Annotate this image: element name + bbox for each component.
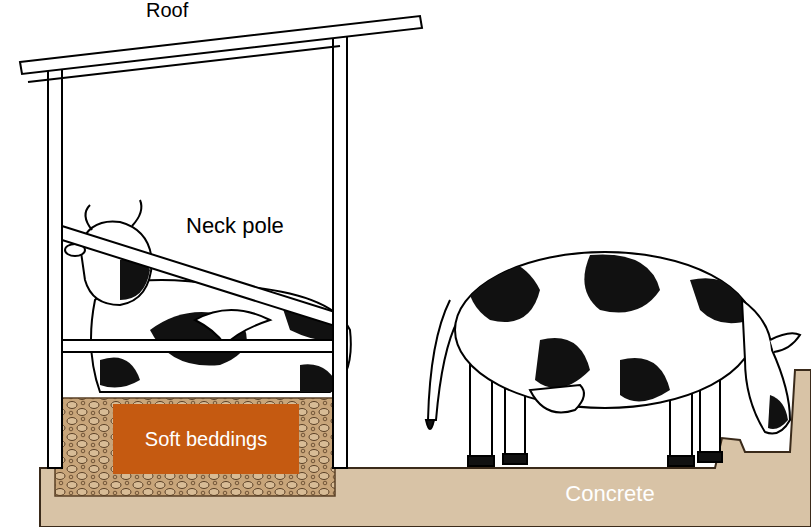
node-text: Soft beddings: [145, 427, 267, 451]
bedding: [55, 398, 335, 496]
neck-pole-label: Neck pole: [186, 213, 284, 239]
node-text: Concrete: [565, 481, 654, 507]
bedding-box: Soft beddings: [113, 404, 299, 474]
concrete-floor: [40, 370, 811, 527]
concrete-band: Concrete: [480, 472, 740, 516]
stall-frame: [20, 16, 422, 468]
lying-cow: [65, 200, 351, 392]
standing-cow: [426, 252, 800, 466]
roof-label: Roof: [146, 0, 188, 22]
